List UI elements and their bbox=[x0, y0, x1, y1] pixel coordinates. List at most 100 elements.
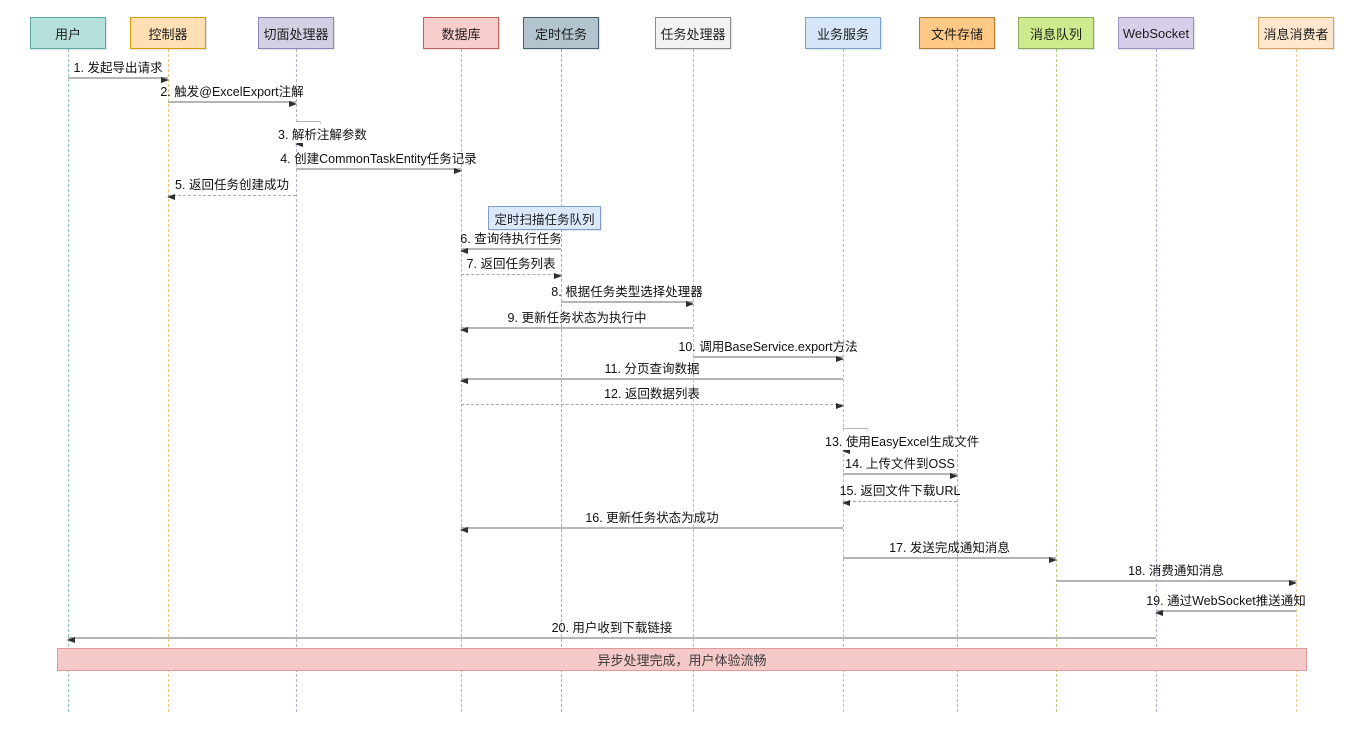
lifeline-user bbox=[68, 49, 69, 712]
actor-label: 消息队列 bbox=[1029, 26, 1082, 42]
message-12: 12. 返回数据列表 bbox=[461, 383, 844, 409]
actor-label: WebSocket bbox=[1122, 25, 1190, 41]
message-label: 4. 创建CommonTaskEntity任务记录 bbox=[280, 152, 477, 166]
actor-aspect: 切面处理器 bbox=[258, 17, 334, 49]
message-label: 18. 消费通知消息 bbox=[1128, 564, 1224, 578]
message-2: 2. 触发@ExcelExport注解 bbox=[160, 81, 304, 107]
message-line bbox=[68, 77, 168, 79]
message-line bbox=[843, 501, 957, 502]
actor-mq: 消息队列 bbox=[1018, 17, 1094, 49]
message-14: 14. 上传文件到OSS bbox=[843, 453, 958, 479]
actor-storage: 文件存储 bbox=[919, 17, 995, 49]
arrowhead-icon bbox=[554, 273, 562, 279]
arrowhead-icon bbox=[167, 194, 175, 200]
note-label: 定时扫描任务队列 bbox=[494, 212, 595, 227]
message-17: 17. 发送完成通知消息 bbox=[843, 537, 1057, 563]
message-6: 6. 查询待执行任务 bbox=[460, 228, 562, 254]
arrowhead-icon bbox=[1155, 610, 1163, 616]
lifeline-mq bbox=[1056, 49, 1057, 712]
message-line bbox=[461, 248, 561, 250]
message-line bbox=[843, 557, 1056, 559]
message-line bbox=[461, 404, 843, 405]
message-line bbox=[461, 527, 843, 529]
message-line bbox=[843, 473, 957, 475]
message-line bbox=[693, 356, 843, 358]
arrowhead-icon bbox=[950, 473, 958, 479]
arrowhead-icon bbox=[842, 448, 850, 454]
lifeline-consumer bbox=[1296, 49, 1297, 712]
lifeline-scheduler bbox=[561, 49, 562, 712]
arrowhead-icon bbox=[289, 101, 297, 107]
actor-label: 用户 bbox=[54, 26, 81, 42]
message-18: 18. 消费通知消息 bbox=[1056, 560, 1297, 586]
message-self-13: 13. 使用EasyExcel生成文件 bbox=[823, 428, 982, 454]
message-label: 6. 查询待执行任务 bbox=[460, 232, 562, 246]
arrowhead-icon bbox=[842, 500, 850, 506]
arrowhead-icon bbox=[1289, 580, 1297, 586]
arrowhead-icon bbox=[686, 301, 694, 307]
message-line bbox=[168, 101, 296, 103]
actor-user: 用户 bbox=[30, 17, 106, 49]
lifeline-processor bbox=[693, 49, 694, 712]
message-7: 7. 返回任务列表 bbox=[461, 253, 562, 279]
message-20: 20. 用户收到下载链接 bbox=[67, 617, 1156, 643]
actor-scheduler: 定时任务 bbox=[523, 17, 599, 49]
arrowhead-icon bbox=[460, 327, 468, 333]
message-11: 11. 分页查询数据 bbox=[460, 358, 843, 384]
arrowhead-icon bbox=[1049, 557, 1057, 563]
lifeline-storage bbox=[957, 49, 958, 712]
message-label: 20. 用户收到下载链接 bbox=[551, 621, 673, 635]
message-label: 9. 更新任务状态为执行中 bbox=[507, 311, 647, 325]
message-15: 15. 返回文件下载URL bbox=[840, 480, 960, 506]
message-label: 12. 返回数据列表 bbox=[604, 387, 700, 401]
message-16: 16. 更新任务状态为成功 bbox=[460, 507, 843, 533]
actor-label: 切面处理器 bbox=[263, 26, 329, 42]
message-10: 10. 调用BaseService.export方法 bbox=[678, 336, 858, 362]
actor-label: 消息消费者 bbox=[1263, 26, 1329, 42]
message-1: 1. 发起导出请求 bbox=[68, 57, 169, 83]
banner-label: 异步处理完成，用户体验流畅 bbox=[597, 653, 767, 668]
message-label: 7. 返回任务列表 bbox=[466, 257, 556, 271]
actor-service: 业务服务 bbox=[805, 17, 881, 49]
actor-label: 任务处理器 bbox=[660, 26, 726, 42]
message-line bbox=[461, 274, 561, 275]
actor-processor: 任务处理器 bbox=[655, 17, 731, 49]
message-label: 3. 解析注解参数 bbox=[276, 124, 369, 143]
message-line bbox=[461, 378, 843, 380]
message-label: 14. 上传文件到OSS bbox=[845, 457, 955, 471]
message-19: 19. 通过WebSocket推送通知 bbox=[1146, 590, 1306, 616]
lifeline-websocket bbox=[1156, 49, 1157, 712]
arrowhead-icon bbox=[295, 141, 303, 147]
message-line bbox=[68, 637, 1156, 639]
message-label: 11. 分页查询数据 bbox=[604, 362, 700, 376]
lifeline-controller bbox=[168, 49, 169, 712]
message-label: 10. 调用BaseService.export方法 bbox=[678, 340, 858, 354]
lifeline-service bbox=[843, 49, 844, 712]
actor-label: 控制器 bbox=[148, 26, 188, 42]
arrowhead-icon bbox=[161, 77, 169, 83]
actor-websocket: WebSocket bbox=[1118, 17, 1194, 49]
message-label: 5. 返回任务创建成功 bbox=[175, 178, 289, 192]
arrowhead-icon bbox=[67, 637, 75, 643]
self-loop-top-line bbox=[843, 428, 867, 429]
actor-consumer: 消息消费者 bbox=[1258, 17, 1334, 49]
message-label: 1. 发起导出请求 bbox=[73, 61, 163, 75]
message-line bbox=[1156, 610, 1296, 612]
actor-controller: 控制器 bbox=[130, 17, 206, 49]
message-4: 4. 创建CommonTaskEntity任务记录 bbox=[280, 148, 477, 174]
message-label: 17. 发送完成通知消息 bbox=[889, 541, 1010, 555]
message-9: 9. 更新任务状态为执行中 bbox=[460, 307, 693, 333]
arrowhead-icon bbox=[836, 356, 844, 362]
message-label: 19. 通过WebSocket推送通知 bbox=[1146, 594, 1306, 608]
arrowhead-icon bbox=[836, 403, 844, 409]
message-line bbox=[168, 195, 296, 196]
actor-label: 文件存储 bbox=[930, 26, 983, 42]
arrowhead-icon bbox=[460, 378, 468, 384]
message-label: 15. 返回文件下载URL bbox=[839, 484, 961, 498]
message-8: 8. 根据任务类型选择处理器 bbox=[551, 281, 703, 307]
arrowhead-icon bbox=[460, 527, 468, 533]
message-line bbox=[296, 168, 461, 170]
summary-banner: 异步处理完成，用户体验流畅 bbox=[57, 648, 1307, 671]
message-label: 8. 根据任务类型选择处理器 bbox=[551, 285, 703, 299]
